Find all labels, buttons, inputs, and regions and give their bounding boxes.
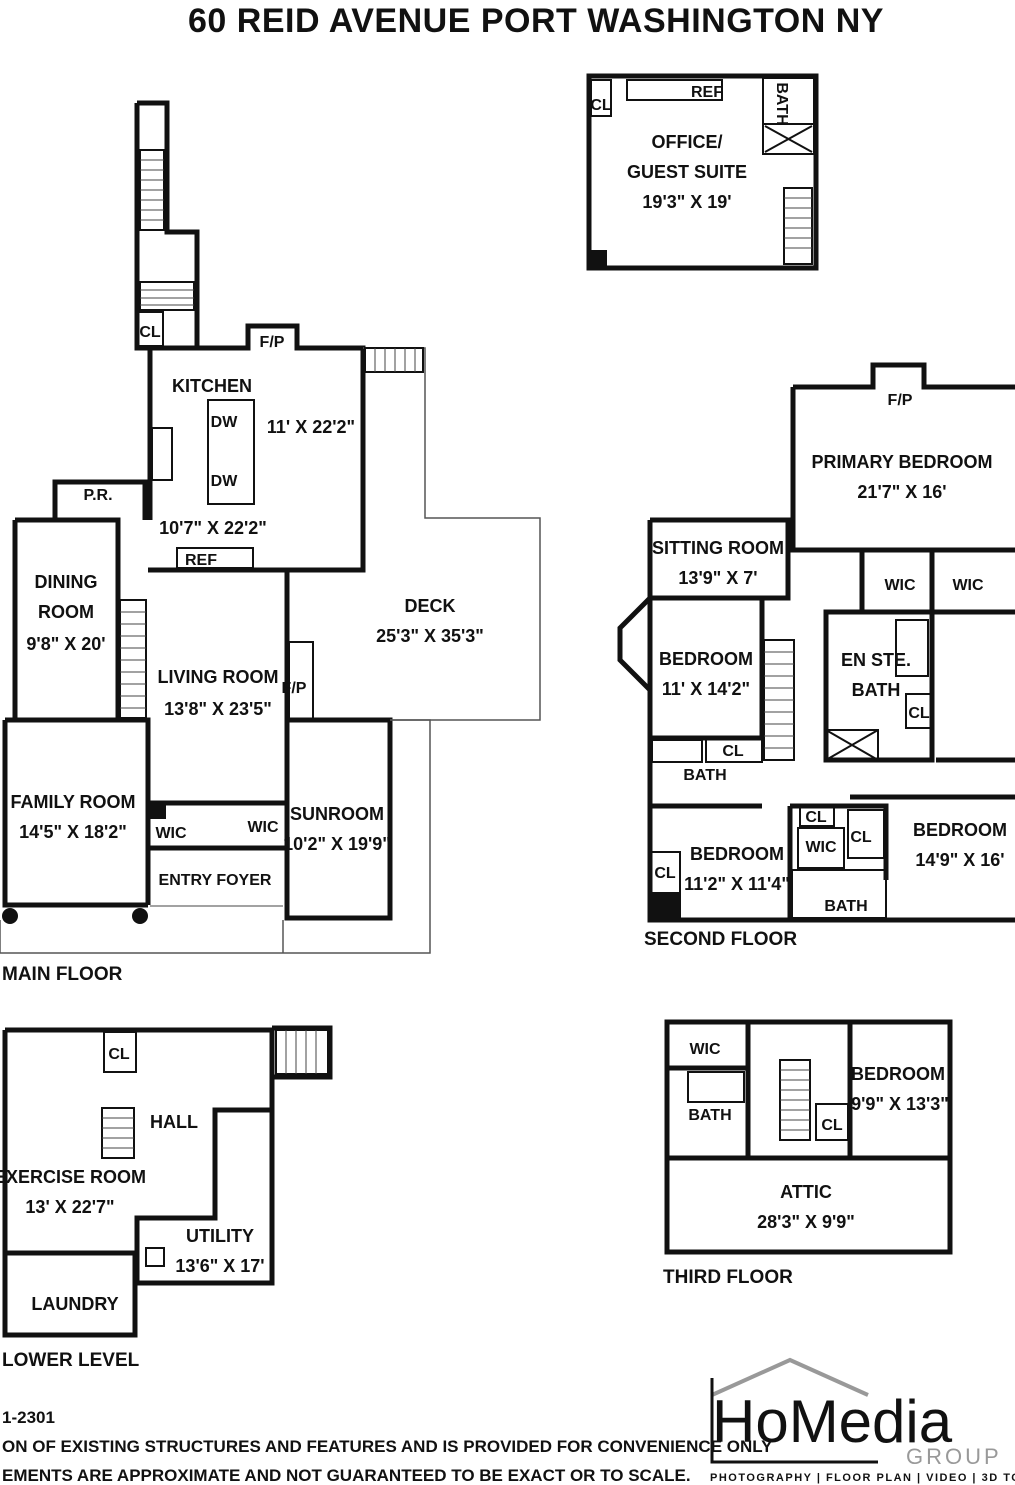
third-wic-label: WIC bbox=[689, 1041, 721, 1058]
attic-dimension: 28'3" X 9'9" bbox=[757, 1212, 855, 1232]
main-floor-label: MAIN FLOOR bbox=[2, 964, 123, 985]
logo-group-text: GROUP bbox=[906, 1444, 1002, 1469]
primary-bedroom-label: PRIMARY BEDROOM bbox=[811, 452, 992, 472]
lower-closet-label: CL bbox=[108, 1046, 130, 1063]
office-closet-label: CL bbox=[590, 97, 612, 114]
third-floor-plan: WIC BATH BEDROOM 9'9" X 13'3" CL ATTIC 2… bbox=[663, 1019, 953, 1288]
dining-label-line1: DINING bbox=[35, 572, 98, 592]
exercise-room-dimension: 13' X 22'7" bbox=[25, 1197, 114, 1217]
main-floor-plan: CL F/P KITCHEN DW DW 11' X 22'2" 10'7" X… bbox=[0, 100, 541, 985]
second-floor-plan: F/P PRIMARY BEDROOM 21'7" X 16' SITTING … bbox=[617, 362, 1015, 950]
footer-disclaimer-line2: EMENTS ARE APPROXIMATE AND NOT GUARANTEE… bbox=[2, 1466, 691, 1485]
bedroom-1-closet-label: CL bbox=[722, 743, 744, 760]
third-floor-label: THIRD FLOOR bbox=[663, 1267, 793, 1288]
office-bath-label: BATH bbox=[773, 82, 790, 125]
dishwasher-1-label: DW bbox=[211, 414, 239, 431]
logo-tagline: PHOTOGRAPHY | FLOOR PLAN | VIDEO | 3D TO… bbox=[710, 1472, 1015, 1484]
hall-label: HALL bbox=[150, 1112, 198, 1132]
bedroom-2-dimension: 11'2" X 11'4" bbox=[684, 874, 790, 894]
bedroom-1-label: BEDROOM bbox=[659, 649, 753, 669]
second-wic-1-label: WIC bbox=[884, 577, 916, 594]
dishwasher-2-label: DW bbox=[211, 473, 239, 490]
dining-dimension: 9'8" X 20' bbox=[26, 634, 105, 654]
second-wic-3-label: WIC bbox=[805, 839, 837, 856]
office-label-line2: GUEST SUITE bbox=[627, 162, 747, 182]
bedroom-right-dimension: 14'9" X 16' bbox=[915, 850, 1004, 870]
bedroom-2-label: BEDROOM bbox=[690, 844, 784, 864]
second-closet-mid-label: CL bbox=[805, 809, 827, 826]
second-wic-2-label: WIC bbox=[952, 577, 984, 594]
utility-dimension: 13'6" X 17' bbox=[175, 1256, 264, 1276]
bedroom-right-label: BEDROOM bbox=[913, 820, 1007, 840]
bath-2-label: BATH bbox=[824, 898, 867, 915]
second-floor-label: SECOND FLOOR bbox=[644, 929, 797, 950]
kitchen-range bbox=[151, 427, 173, 481]
main-stairs-top bbox=[139, 149, 195, 311]
deck-label: DECK bbox=[404, 596, 455, 616]
third-bedroom-dimension: 9'9" X 13'3" bbox=[851, 1094, 949, 1114]
deck-dimension: 25'3" X 35'3" bbox=[376, 626, 484, 646]
kitchen-ref-label: REF bbox=[185, 552, 217, 569]
second-fireplace-label: F/P bbox=[888, 392, 913, 409]
third-bedroom-label: BEDROOM bbox=[851, 1064, 945, 1084]
footer-disclaimer-line1: ON OF EXISTING STRUCTURES AND FEATURES A… bbox=[2, 1437, 773, 1456]
second-closet-left-label: CL bbox=[654, 865, 676, 882]
main-closet-label: CL bbox=[139, 324, 161, 341]
kitchen-island bbox=[207, 399, 255, 505]
svg-text:HoMedia: HoMedia bbox=[712, 1388, 953, 1455]
main-stairs bbox=[119, 599, 147, 719]
office-label-line1: OFFICE/ bbox=[652, 132, 723, 152]
family-room-dimension: 14'5" X 18'2" bbox=[19, 822, 127, 842]
sunroom-dimension: 10'2" X 19'9" bbox=[283, 834, 391, 854]
kitchen-dimension-bottom: 10'7" X 22'2" bbox=[159, 518, 267, 538]
kitchen-dimension-right: 11' X 22'2" bbox=[267, 417, 355, 437]
office-ref-label: REF bbox=[691, 84, 723, 101]
laundry-label: LAUNDRY bbox=[31, 1294, 118, 1314]
third-bath-label: BATH bbox=[688, 1107, 731, 1124]
main-wic-2-label: WIC bbox=[247, 819, 279, 836]
living-fireplace-label: F/P bbox=[282, 680, 307, 697]
footer-code: 1-2301 bbox=[2, 1408, 55, 1427]
family-room-label: FAMILY ROOM bbox=[10, 792, 135, 812]
exercise-room-label: EXERCISE ROOM bbox=[0, 1167, 146, 1187]
office-dimension: 19'3" X 19' bbox=[642, 192, 731, 212]
primary-bedroom-dimension: 21'7" X 16' bbox=[857, 482, 946, 502]
page-title: 60 REID AVENUE PORT WASHINGTON NY bbox=[188, 2, 884, 40]
lower-level-label: LOWER LEVEL bbox=[2, 1350, 140, 1371]
sitting-room-dimension: 13'9" X 7' bbox=[678, 568, 757, 588]
living-room-label: LIVING ROOM bbox=[158, 667, 279, 687]
homedia-logo: HoMedia GROUP PHOTOGRAPHY | FLOOR PLAN |… bbox=[710, 1357, 1015, 1484]
ensuite-closet-label: CL bbox=[908, 705, 930, 722]
powder-room-label: P.R. bbox=[83, 487, 112, 504]
bath-1-label: BATH bbox=[683, 767, 726, 784]
bedroom-1-dimension: 11' X 14'2" bbox=[662, 679, 750, 699]
main-wic-1-label: WIC bbox=[155, 825, 187, 842]
utility-label: UTILITY bbox=[186, 1226, 254, 1246]
sunroom-label: SUNROOM bbox=[290, 804, 384, 824]
third-closet-label: CL bbox=[821, 1117, 843, 1134]
kitchen-label: KITCHEN bbox=[172, 376, 252, 396]
dining-label-line2: ROOM bbox=[38, 602, 94, 622]
lower-level-plan: CL HALL EXERCISE ROOM 13' X 22'7" UTILIT… bbox=[0, 1025, 333, 1371]
ensuite-label-line2: BATH bbox=[852, 680, 901, 700]
ensuite-label-line1: EN STE. bbox=[841, 650, 911, 670]
attic-label: ATTIC bbox=[780, 1182, 832, 1202]
second-stairs bbox=[763, 639, 795, 761]
sitting-room-label: SITTING ROOM bbox=[652, 538, 784, 558]
entry-foyer-label: ENTRY FOYER bbox=[159, 872, 272, 889]
office-guest-suite-plan: CL REF BATH OFFICE/ GUEST SUITE 19'3" X … bbox=[586, 73, 819, 271]
living-room-dimension: 13'8" X 23'5" bbox=[164, 699, 272, 719]
kitchen-fireplace-label: F/P bbox=[260, 334, 285, 351]
second-closet-right-label: CL bbox=[850, 829, 872, 846]
